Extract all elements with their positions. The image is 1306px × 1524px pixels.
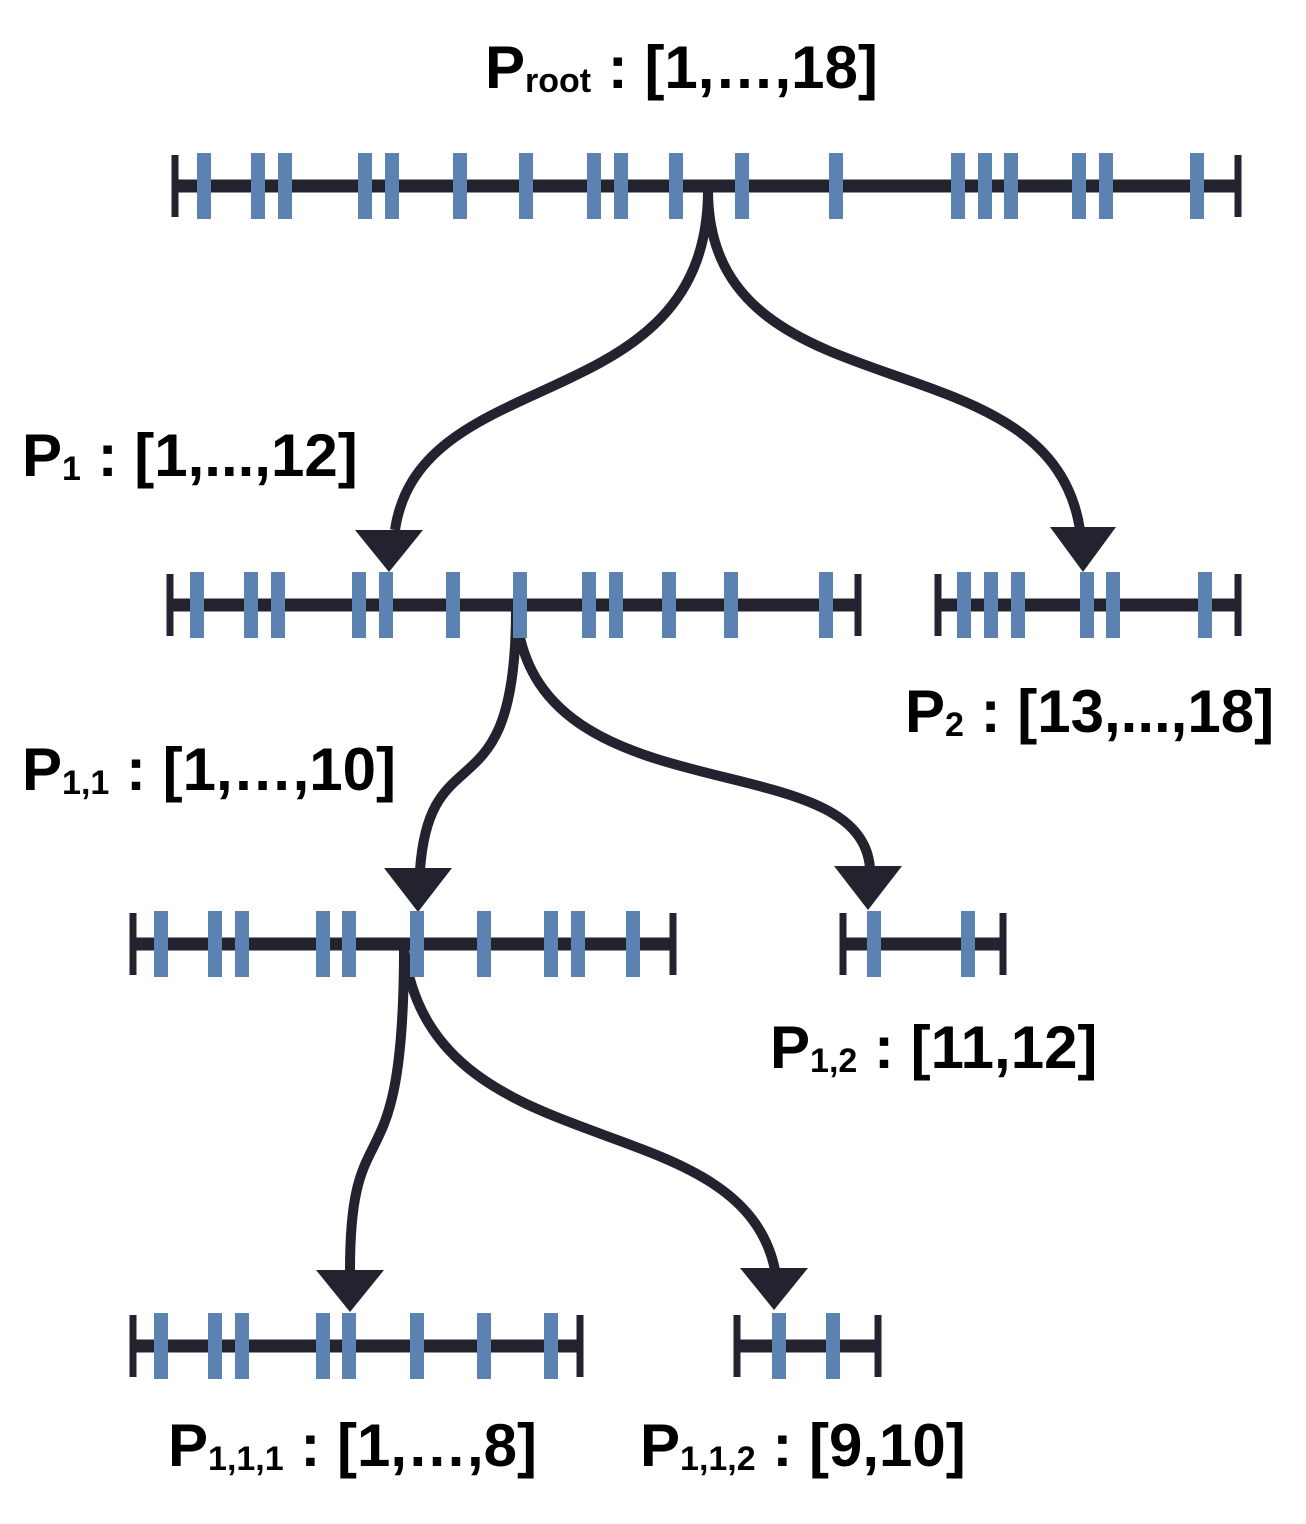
point-tick	[614, 153, 628, 219]
point-tick	[208, 911, 222, 977]
point-tick	[1198, 572, 1212, 638]
edge-root-to-p1	[390, 189, 713, 531]
edge-p1-to-p12	[511, 609, 875, 869]
segment-p11	[129, 911, 677, 977]
point-tick	[669, 153, 683, 219]
point-tick	[352, 572, 366, 638]
point-tick	[609, 572, 623, 638]
point-tick	[513, 572, 527, 638]
point-tick	[519, 153, 533, 219]
point-tick	[1072, 153, 1086, 219]
edge-p1-to-p11-arrowhead	[384, 868, 452, 912]
point-tick	[410, 1313, 424, 1379]
segment-p1	[166, 572, 862, 638]
point-tick	[735, 153, 749, 219]
point-tick	[984, 572, 998, 638]
node-label-p111: P1,1,1 : [1,…,8]	[168, 1412, 537, 1479]
edge-p1-to-p12-arrowhead	[834, 866, 902, 910]
point-tick	[342, 1313, 356, 1379]
edge-root-to-p2	[703, 189, 1085, 531]
point-tick	[829, 153, 843, 219]
point-tick	[957, 572, 971, 638]
point-tick	[190, 572, 204, 638]
point-tick	[1190, 153, 1204, 219]
segment-root	[171, 153, 1242, 219]
point-tick	[342, 911, 356, 977]
point-tick	[197, 153, 211, 219]
point-tick	[385, 153, 399, 219]
point-tick	[1004, 153, 1018, 219]
edges	[316, 189, 1116, 1312]
point-tick	[1106, 572, 1120, 638]
edge-root-to-p2-arrowhead	[1050, 527, 1116, 572]
point-tick	[1011, 572, 1025, 638]
point-tick	[446, 572, 460, 638]
point-tick	[961, 911, 975, 977]
node-label-root: Proot : [1,…,18]	[485, 34, 878, 101]
segment-p112	[733, 1313, 882, 1379]
point-tick	[477, 1313, 491, 1379]
point-tick	[587, 153, 601, 219]
edge-p11-to-p111-arrowhead	[316, 1270, 384, 1312]
point-tick	[867, 911, 881, 977]
node-label-p1: P1 : [1,...,12]	[22, 422, 358, 489]
point-tick	[453, 153, 467, 219]
point-tick	[235, 1313, 249, 1379]
point-tick	[244, 572, 258, 638]
point-tick	[251, 153, 265, 219]
point-tick	[819, 572, 833, 638]
labels: Proot : [1,…,18] P1 : [1,...,12] P2 : [1…	[22, 34, 1274, 1479]
point-tick	[316, 911, 330, 977]
edge-root-to-p1-arrowhead	[355, 530, 423, 572]
point-tick	[271, 572, 285, 638]
point-tick	[154, 1313, 168, 1379]
segments	[129, 153, 1242, 1379]
point-tick	[208, 1313, 222, 1379]
point-tick	[358, 153, 372, 219]
node-label-p2: P2 : [13,...,18]	[905, 678, 1274, 745]
edge-p11-to-p112-arrowhead	[740, 1268, 808, 1310]
point-tick	[626, 911, 640, 977]
point-tick	[978, 153, 992, 219]
point-tick	[772, 1313, 786, 1379]
point-tick	[316, 1313, 330, 1379]
point-tick	[582, 572, 596, 638]
segment-p12	[839, 911, 1007, 977]
point-tick	[724, 572, 738, 638]
segment-p111	[129, 1313, 584, 1379]
point-tick	[477, 911, 491, 977]
segment-p2	[934, 572, 1242, 638]
node-label-p112: P1,1,2 : [9,10]	[640, 1412, 966, 1479]
point-tick	[235, 911, 249, 977]
edge-p11-to-p111	[345, 947, 409, 1271]
point-tick	[544, 1313, 558, 1379]
point-tick	[662, 572, 676, 638]
edge-p11-to-p112	[399, 947, 780, 1272]
point-tick	[278, 153, 292, 219]
node-label-p11: P1,1 : [1,…,10]	[22, 736, 396, 803]
point-tick	[379, 572, 393, 638]
point-tick	[410, 911, 424, 977]
point-tick	[571, 911, 585, 977]
point-tick	[1080, 572, 1094, 638]
edge-p1-to-p11	[415, 609, 521, 871]
point-tick	[154, 911, 168, 977]
node-label-p12: P1,2 : [11,12]	[770, 1014, 1097, 1081]
point-tick	[826, 1313, 840, 1379]
point-tick	[951, 153, 965, 219]
point-tick	[1099, 153, 1113, 219]
point-tick	[544, 911, 558, 977]
